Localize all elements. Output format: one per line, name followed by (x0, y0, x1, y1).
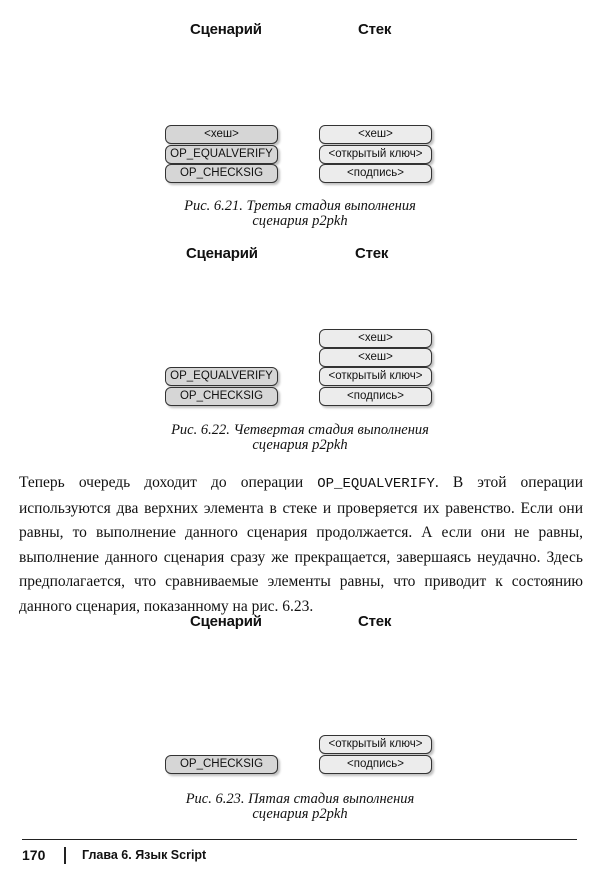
paragraph-text: . В этой операции используются два верхн… (19, 474, 583, 615)
script-element: OP_EQUALVERIFY (165, 367, 278, 386)
page-number: 170 (22, 847, 46, 863)
script-element: OP_CHECKSIG (165, 387, 278, 406)
stack-header: Стек (358, 613, 392, 630)
script-header: Сценарий (190, 21, 262, 38)
stack-element: <открытый ключ> (319, 145, 432, 164)
inline-code: OP_EQUALVERIFY (317, 476, 435, 492)
script-element: OP_EQUALVERIFY (165, 145, 278, 164)
figure-caption: Рис. 6.23. Пятая стадия выполнения сцена… (0, 792, 600, 822)
script-element: OP_CHECKSIG (165, 164, 278, 183)
caption-line: сценария p2pkh (252, 437, 348, 453)
script-element: OP_CHECKSIG (165, 755, 278, 774)
stack-element: <хеш> (319, 125, 432, 144)
stack-element: <открытый ключ> (319, 735, 432, 754)
stack-header: Стек (358, 21, 392, 38)
caption-line: Рис. 6.22. Четвертая стадия выполнения (171, 422, 429, 438)
figure-caption: Рис. 6.22. Четвертая стадия выполнения с… (0, 423, 600, 453)
stack-element: <подпись> (319, 387, 432, 406)
caption-line: сценария p2pkh (252, 806, 348, 822)
paragraph-text: Теперь очередь доходит до операции (19, 474, 318, 491)
stack-element: <хеш> (319, 348, 432, 367)
caption-line: Рис. 6.23. Пятая стадия выполнения (185, 791, 415, 807)
footer-separator (64, 847, 66, 864)
caption-line: сценария p2pkh (252, 213, 348, 229)
caption-line: Рис. 6.21. Третья стадия выполнения (184, 198, 416, 214)
stack-header: Стек (355, 245, 389, 262)
stack-element: <подпись> (319, 755, 432, 774)
body-paragraph: Теперь очередь доходит до операции OP_EQ… (19, 471, 583, 619)
script-header: Сценарий (186, 245, 258, 262)
footer-rule (22, 839, 577, 840)
stack-element: <открытый ключ> (319, 367, 432, 386)
running-title: Глава 6. Язык Script (82, 848, 207, 862)
script-header: Сценарий (190, 613, 262, 630)
stack-element: <хеш> (319, 329, 432, 348)
stack-element: <подпись> (319, 164, 432, 183)
figure-caption: Рис. 6.21. Третья стадия выполнения сцен… (0, 199, 600, 229)
script-element: <хеш> (165, 125, 278, 144)
